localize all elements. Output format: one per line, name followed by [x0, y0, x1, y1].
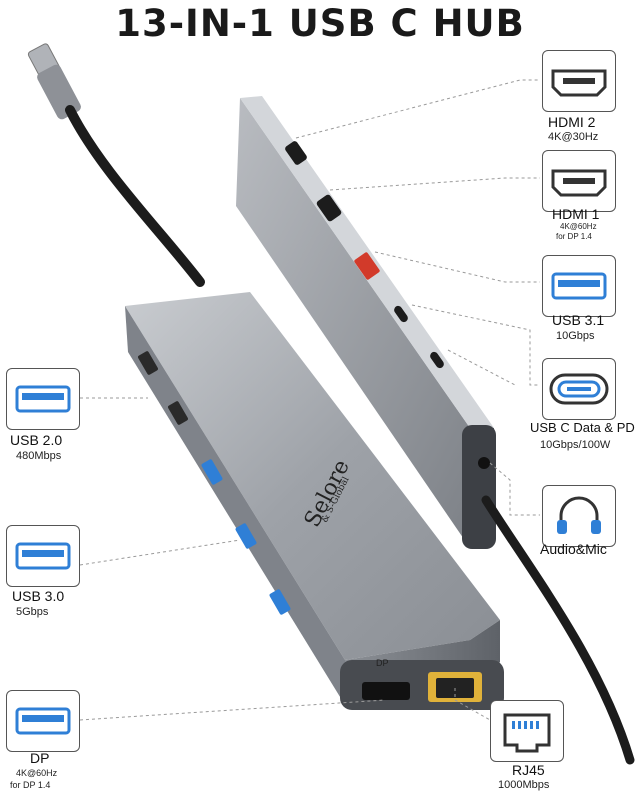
- usb20-spec: 480Mbps: [16, 450, 62, 462]
- hdmi1-spec2: for DP 1.4: [556, 232, 592, 241]
- usb-c-cable: [27, 43, 205, 287]
- hub-back-unit: [236, 96, 635, 765]
- usbc-spec: 10Gbps/100W: [540, 439, 611, 451]
- rj45-label: RJ45: [512, 762, 545, 778]
- rj45-icon-box: [490, 700, 564, 762]
- usb-a-port-icon: [551, 272, 607, 300]
- usb-a-port-icon: [15, 542, 71, 570]
- page-title: 13-IN-1 USB C HUB: [115, 2, 525, 45]
- usb-c-port-icon: [549, 373, 609, 405]
- hdmi2-spec: 4K@30Hz: [548, 131, 599, 143]
- usb31-label: USB 3.1: [552, 312, 605, 328]
- usb31-icon-box: [542, 255, 616, 317]
- audio-label: Audio&Mic: [540, 541, 607, 557]
- headphones-icon: [557, 496, 601, 534]
- rj45-spec: 1000Mbps: [498, 779, 550, 791]
- leader-lines: [79, 79, 540, 721]
- usb30-label: USB 3.0: [12, 588, 65, 604]
- usbc-label: USB C Data & PD: [530, 420, 635, 435]
- usb30-icon-box: [6, 525, 80, 587]
- hdmi-port-icon: [551, 169, 607, 197]
- dp-port-label: DP: [376, 658, 389, 668]
- hdmi1-label: HDMI 1: [552, 206, 600, 222]
- usb-a-port-icon: [15, 707, 71, 735]
- usb30-spec: 5Gbps: [16, 606, 49, 618]
- dp-spec: 4K@60Hz: [16, 768, 58, 778]
- usb-a-port-icon: [15, 385, 71, 413]
- usb20-icon-box: [6, 368, 80, 430]
- dp-label: DP: [30, 750, 50, 766]
- audio-icon-box: [542, 485, 616, 547]
- hdmi1-spec: 4K@60Hz: [560, 222, 597, 231]
- usbc-icon-box: [542, 358, 616, 420]
- dp-spec2: for DP 1.4: [10, 780, 51, 790]
- hdmi2-icon-box: [542, 50, 616, 112]
- hdmi-port-icon: [551, 69, 607, 97]
- dp-icon-box: [6, 690, 80, 752]
- hdmi2-label: HDMI 2: [548, 114, 596, 130]
- hdmi1-icon-box: [542, 150, 616, 212]
- usb20-label: USB 2.0: [10, 432, 63, 448]
- hub-front-unit: [125, 292, 504, 710]
- ethernet-port-icon: [503, 713, 551, 753]
- usb31-spec: 10Gbps: [556, 330, 595, 342]
